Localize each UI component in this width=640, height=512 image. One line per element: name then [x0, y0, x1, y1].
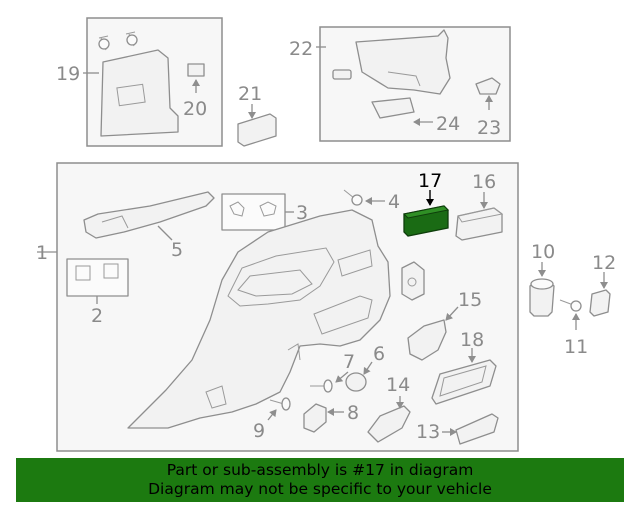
banner-line-1: Part or sub-assembly is #17 in diagram	[166, 461, 474, 479]
part-19-trim-panel	[100, 49, 179, 137]
side-panel-assembly	[127, 209, 391, 429]
callout-3[interactable]: 3	[296, 202, 308, 224]
callout-7[interactable]: 7	[343, 351, 355, 373]
callout-12[interactable]: 12	[592, 252, 616, 274]
part-4-screw	[343, 189, 363, 206]
callout-19[interactable]: 19	[56, 63, 80, 85]
callout-8[interactable]: 8	[347, 402, 359, 424]
callout-5[interactable]: 5	[171, 239, 183, 261]
callout-16[interactable]: 16	[472, 171, 496, 193]
part-14-handle-cover	[367, 405, 411, 443]
callout-9[interactable]: 9	[253, 420, 265, 442]
part-21-cover	[237, 113, 277, 147]
callout-4[interactable]: 4	[388, 191, 400, 213]
part-24-bracket	[371, 97, 415, 119]
quarter-trim-panel	[127, 209, 391, 429]
part-23-clip	[475, 77, 501, 95]
group-box-19	[86, 17, 223, 147]
part-5-upper-trim	[83, 191, 215, 239]
callout-23[interactable]: 23	[477, 117, 501, 139]
callout-18[interactable]: 18	[460, 329, 484, 351]
part-11-pin	[559, 299, 582, 312]
part-13-grille	[455, 413, 499, 445]
screw-icon	[125, 31, 138, 47]
callout-20[interactable]: 20	[183, 98, 207, 120]
part-20-clip	[187, 63, 205, 77]
callout-24[interactable]: 24	[436, 113, 460, 135]
callout-6[interactable]: 6	[373, 343, 385, 365]
latch-bracket	[401, 261, 425, 301]
part-9-push-pin	[269, 397, 291, 411]
part-22-trim-panel	[355, 29, 451, 95]
screw-icon	[98, 35, 110, 51]
callout-21[interactable]: 21	[238, 83, 262, 105]
group-box-2	[66, 258, 129, 297]
callout-22[interactable]: 22	[289, 38, 313, 60]
part-7-push-pin	[310, 379, 333, 393]
callout-2[interactable]: 2	[91, 305, 103, 327]
part-info-banner: Part or sub-assembly is #17 in diagram D…	[16, 458, 624, 502]
group-box-22	[319, 26, 511, 142]
callout-14[interactable]: 14	[386, 374, 410, 396]
group-box-3	[221, 193, 286, 231]
callout-17[interactable]: 17	[418, 170, 442, 192]
callout-11[interactable]: 11	[564, 336, 588, 358]
banner-line-2: Diagram may not be specific to your vehi…	[148, 480, 492, 498]
callout-15[interactable]: 15	[458, 289, 482, 311]
callout-1[interactable]: 1	[36, 242, 48, 264]
part-12-clip	[589, 289, 611, 317]
callout-13[interactable]: 13	[416, 421, 440, 443]
part-15-speaker-cover	[407, 319, 447, 361]
part-6-cap	[345, 372, 367, 392]
part-8-clip	[303, 403, 327, 433]
callout-10[interactable]: 10	[531, 241, 555, 263]
